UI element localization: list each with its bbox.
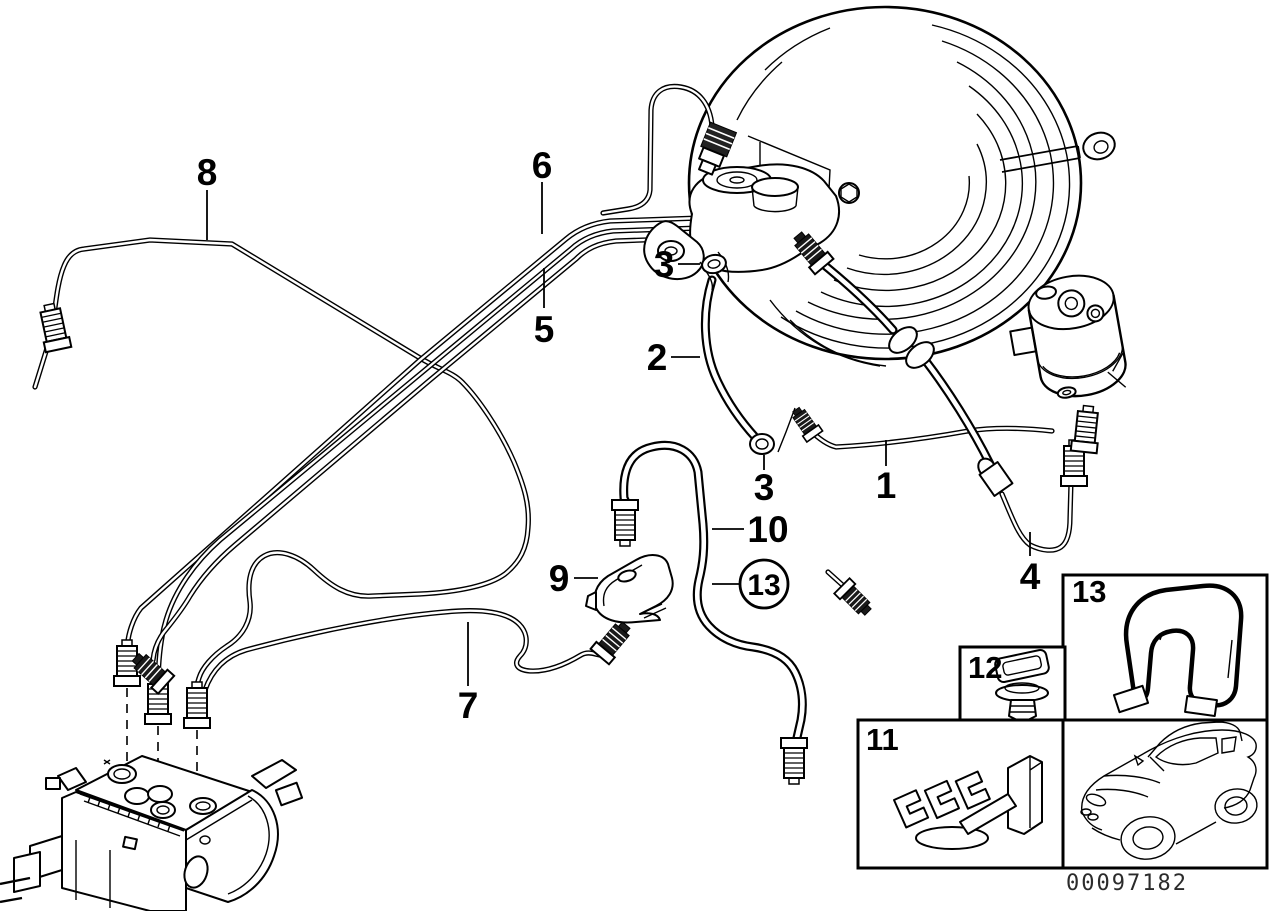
brake-pipe-1 (810, 428, 1052, 447)
callout-1: 1 (876, 440, 897, 506)
brake-pipe-8 (35, 240, 528, 694)
hose-sleeve (888, 326, 935, 369)
inset-box-car (1061, 718, 1269, 870)
callout-10: 10 (712, 509, 789, 550)
pipe-10-upper-fitting (611, 499, 639, 547)
bolt-icon (838, 182, 860, 204)
callout-5: 5 (534, 268, 555, 350)
callout-4-label: 4 (1020, 556, 1041, 597)
callout-2-label: 2 (647, 337, 668, 378)
inset-box-13 (1061, 573, 1269, 722)
booster-push-rod (999, 131, 1116, 173)
inset-box-11 (856, 718, 1067, 870)
pipe-bracket-9 (585, 554, 674, 624)
callout-3b: 3 (754, 455, 775, 508)
callout-7: 7 (458, 622, 479, 726)
pipe-holder-icon (893, 755, 1043, 850)
pipe-8-fitting (35, 300, 73, 354)
callout-5-label: 5 (534, 309, 555, 350)
mirror (1133, 754, 1145, 767)
callout-2: 2 (647, 337, 700, 378)
abs-hydraulic-unit (0, 688, 304, 911)
pipe-7-fitting (589, 616, 637, 666)
callout-4: 4 (1020, 532, 1041, 597)
inset-labels: 13 12 11 (866, 574, 1106, 757)
inset-box-12 (958, 645, 1067, 722)
inset-11-label: 11 (866, 722, 899, 757)
callout-7-label: 7 (458, 685, 479, 726)
car-icon (1080, 721, 1258, 860)
brake-booster (687, 5, 1116, 367)
callout-1-label: 1 (876, 465, 897, 506)
callout-6-label: 6 (532, 145, 553, 186)
callouts: 8 6 5 3 2 3 1 4 (197, 145, 1041, 726)
inset-12-label: 12 (968, 650, 1002, 685)
callout-8-label: 8 (197, 152, 218, 193)
callout-8: 8 (197, 152, 218, 240)
pipe-union-fitting (698, 121, 738, 176)
hose-bracket-icon (1112, 583, 1244, 718)
pump-fitting-upper (1069, 403, 1103, 455)
hose-union-nut (977, 457, 1014, 497)
callout-6: 6 (532, 145, 553, 234)
image-number: 00097182 (1066, 871, 1188, 896)
expanding-clip-icon (994, 648, 1050, 721)
callout-3a-label: 3 (654, 244, 675, 285)
precharge-pump (1009, 274, 1127, 399)
pipe-10-lower-fitting (780, 737, 808, 785)
connector-line (777, 407, 796, 453)
inset-13-label: 13 (1072, 574, 1106, 609)
callout-10-label: 10 (747, 509, 788, 550)
callout-13-label: 13 (747, 569, 780, 602)
callout-3a: 3 (654, 244, 700, 285)
callout-9-label: 9 (549, 558, 570, 599)
brake-pipe-4 (1002, 482, 1071, 550)
callout-13-circled: 13 (712, 558, 790, 610)
hose-clamp-3a (701, 253, 727, 275)
brake-pipe-7 (205, 611, 600, 690)
callout-9: 9 (549, 558, 598, 599)
callout-3b-label: 3 (754, 467, 775, 508)
abs-fitting-right (183, 681, 211, 729)
hose-clamp-3b (749, 433, 775, 455)
